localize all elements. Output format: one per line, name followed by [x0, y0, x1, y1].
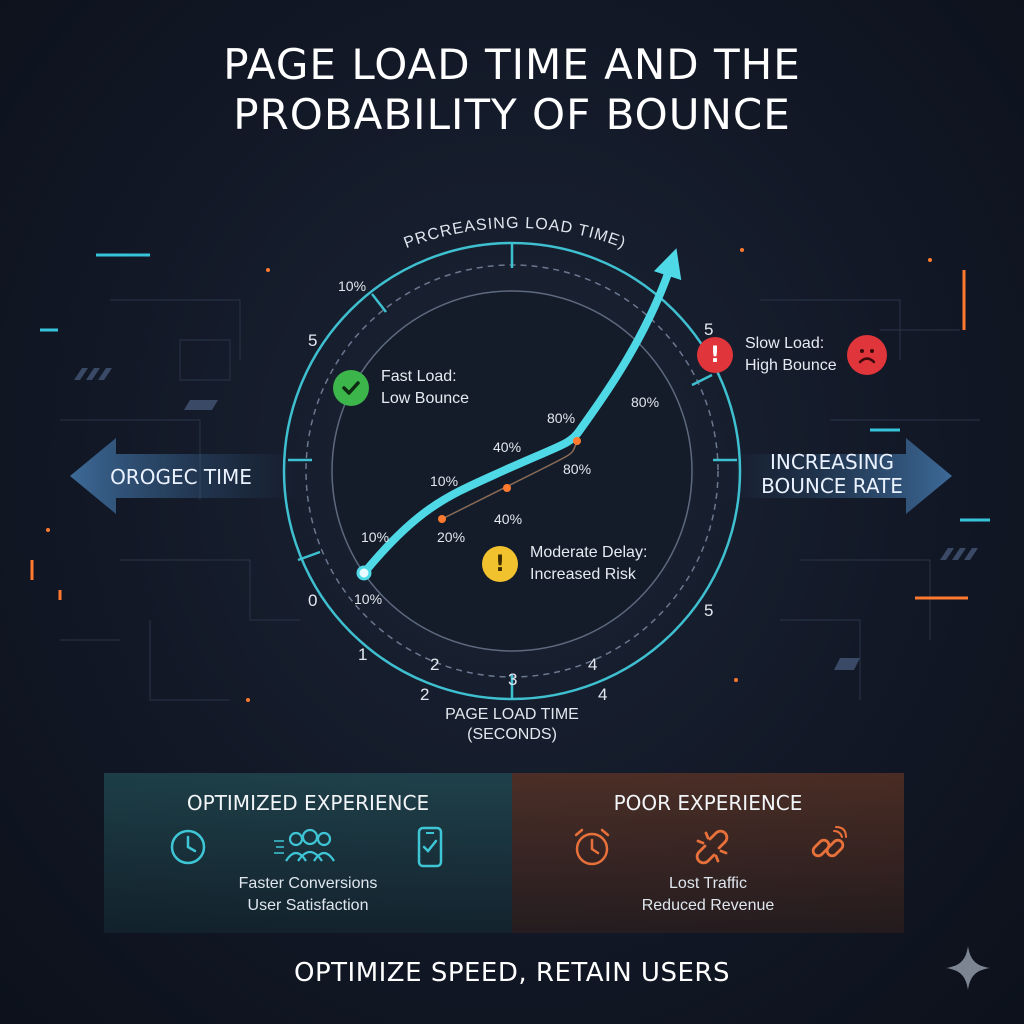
left-arrow-shape [70, 438, 300, 514]
bounce-curve [360, 248, 682, 577]
optimized-line-1: Faster Conversions [238, 875, 378, 892]
outer-number-4: 4 [588, 655, 597, 674]
poor-text: Lost Traffic Reduced Revenue [512, 873, 904, 917]
percent-label-6: 40% [493, 439, 521, 455]
moderate-delay-text: Moderate Delay: Increased Risk [530, 542, 647, 586]
dial-bottom-label-line-2: (SECONDS) [467, 726, 557, 743]
inner-number-2: 2 [420, 685, 429, 704]
marker-point-1 [438, 515, 446, 523]
dial-ticks [288, 243, 737, 699]
outer-number-5a: 5 [308, 331, 317, 350]
left-arrow: OROGEC TIME [70, 436, 300, 516]
alarm-clock-icon [574, 828, 610, 866]
moderate-line-1: Moderate Delay: [530, 544, 648, 561]
percent-label-7: 40% [494, 511, 522, 527]
percent-label-5: 20% [437, 529, 465, 545]
optimized-title: OPTIMIZED EXPERIENCE [186, 791, 430, 815]
right-arrow-line-2: BOUNCE RATE [761, 474, 903, 498]
percent-label-8: 80% [547, 410, 575, 426]
outer-number-5c: 5 [704, 601, 713, 620]
poor-line-1: Lost Traffic [669, 875, 747, 892]
secondary-curve [439, 439, 579, 521]
poor-title: POOR EXPERIENCE [613, 791, 803, 815]
exclamation-icon: ! [482, 546, 518, 582]
moderate-line-2: Increased Risk [530, 566, 636, 583]
marker-point-3 [573, 437, 581, 445]
users-icon [274, 828, 335, 862]
percent-label-4: 10% [354, 591, 382, 607]
optimized-text: Faster Conversions User Satisfaction [104, 873, 512, 917]
callout-moderate-delay: ! Moderate Delay: Increased Risk [482, 542, 647, 586]
right-arrow: INCREASING BOUNCE RATE [724, 436, 952, 516]
percent-label-2: 10% [430, 473, 458, 489]
broken-link-icon [695, 829, 729, 865]
clock-icon [170, 829, 206, 865]
outer-number-2: 2 [430, 655, 439, 674]
sad-face-icon [846, 335, 887, 375]
percent-label-3: 10% [361, 529, 389, 545]
percent-label-1: 10% [338, 278, 366, 294]
inner-number-4: 4 [598, 685, 607, 704]
percent-label-9: 80% [563, 461, 591, 477]
slow-load-line-2: High Bounce [745, 357, 837, 374]
right-arrow-line-1: INCREASING [769, 450, 895, 474]
optimized-line-2: User Satisfaction [247, 897, 369, 914]
optimized-experience-panel: OPTIMIZED EXPERIENCE Faster Conversions … [104, 773, 512, 933]
right-arrow-shape [724, 438, 952, 514]
slow-load-line-1: Slow Load: [745, 335, 825, 352]
sparkle-icon [946, 946, 990, 990]
callout-fast-load: Fast Load: Low Bounce [333, 366, 469, 410]
mobile-check-icon [417, 826, 443, 868]
title-line-2: PROBABILITY OF BOUNCE [233, 90, 791, 139]
left-arrow-label: OROGEC TIME [110, 465, 252, 489]
exclamation-icon: ! [697, 337, 733, 373]
fast-load-line-1: Fast Load: [381, 368, 457, 385]
marker-point-2 [503, 484, 511, 492]
percent-label-10: 80% [631, 394, 659, 410]
dial-top-label-text: PRCREASING LOAD TIME) [402, 215, 628, 252]
fast-load-line-2: Low Bounce [381, 390, 470, 407]
outer-number-5b: 5 [704, 320, 713, 339]
outer-number-1: 1 [358, 645, 367, 664]
title-line-1: PAGE LOAD TIME AND THE [223, 40, 801, 89]
slow-load-text: Slow Load: High Bounce [745, 333, 837, 377]
callout-slow-load: ! Slow Load: High Bounce [697, 333, 887, 377]
outer-number-0: 0 [308, 591, 317, 610]
outer-number-3: 3 [508, 670, 517, 689]
poor-experience-panel: POOR EXPERIENCE Lost Traffic Reduced Rev… [512, 773, 904, 933]
dial-top-label: PRCREASING LOAD TIME) [402, 215, 629, 252]
footer-tagline: OPTIMIZE SPEED, RETAIN USERS [294, 958, 730, 988]
right-arrow-label: INCREASING BOUNCE RATE [752, 450, 912, 498]
curve-start-point [356, 565, 372, 581]
fast-load-text: Fast Load: Low Bounce [381, 366, 469, 410]
broken-chain-icon [811, 826, 847, 858]
poor-line-2: Reduced Revenue [641, 897, 775, 914]
page-title: PAGE LOAD TIME AND THE PROBABILITY OF BO… [0, 40, 1024, 140]
check-icon [333, 370, 369, 406]
dial-bottom-label-line-1: PAGE LOAD TIME [445, 706, 579, 723]
